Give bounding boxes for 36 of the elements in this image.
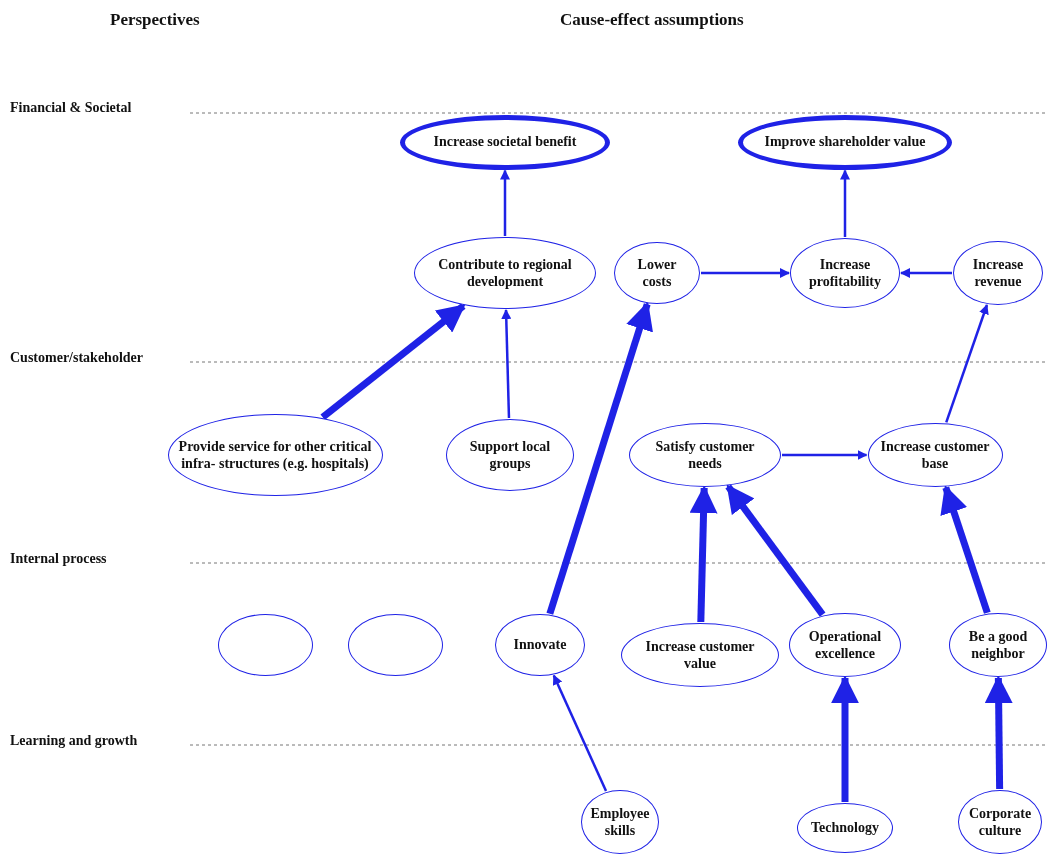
goal-ellipse: Provide service for other critical infra- structures (e.g. hospitals) <box>167 414 383 496</box>
perspective-label: Financial & Societal <box>10 100 132 116</box>
arrow <box>782 450 868 460</box>
arrow <box>984 675 1013 790</box>
goal-ellipse: Support local groups <box>446 419 574 491</box>
goal-ellipse: Improve shareholder value <box>738 114 952 170</box>
goal-ellipse: Operational excellence <box>789 613 901 677</box>
arrow <box>725 484 826 617</box>
goal-ellipse: Employee skills <box>581 790 659 854</box>
arrow <box>831 675 859 802</box>
goal-ellipse: Contribute to regional development <box>414 237 596 309</box>
goal-ellipse: Increase societal benefit <box>400 114 610 170</box>
arrow <box>501 309 512 419</box>
column-heading: Perspectives <box>110 10 200 30</box>
goal-ellipse: Satisfy customer needs <box>629 423 781 487</box>
perspective-label: Internal process <box>10 551 107 567</box>
goal-ellipse: Technology <box>797 803 893 853</box>
goal-ellipse: Be a good neighbor <box>949 613 1047 677</box>
goal-ellipse: Lower costs <box>614 242 700 304</box>
arrow <box>552 674 608 792</box>
goal-ellipse: Increase customer base <box>867 423 1003 487</box>
goal-ellipse: Corporate culture <box>958 790 1042 854</box>
perspective-label: Learning and growth <box>10 733 138 749</box>
arrow <box>945 304 989 423</box>
goal-ellipse: Increase profitability <box>790 238 900 308</box>
arrow <box>840 169 850 237</box>
goal-ellipse: Increase customer value <box>621 623 779 687</box>
arrow <box>701 268 790 278</box>
arrow <box>320 303 466 420</box>
arrow <box>900 268 952 278</box>
arrow <box>500 169 510 236</box>
arrow <box>689 485 718 623</box>
goal-ellipse: Increase revenue <box>953 241 1043 305</box>
goal-ellipse: Innovate <box>495 614 585 676</box>
column-heading: Cause-effect assumptions <box>560 10 744 30</box>
perspective-label: Customer/stakeholder <box>10 350 143 366</box>
